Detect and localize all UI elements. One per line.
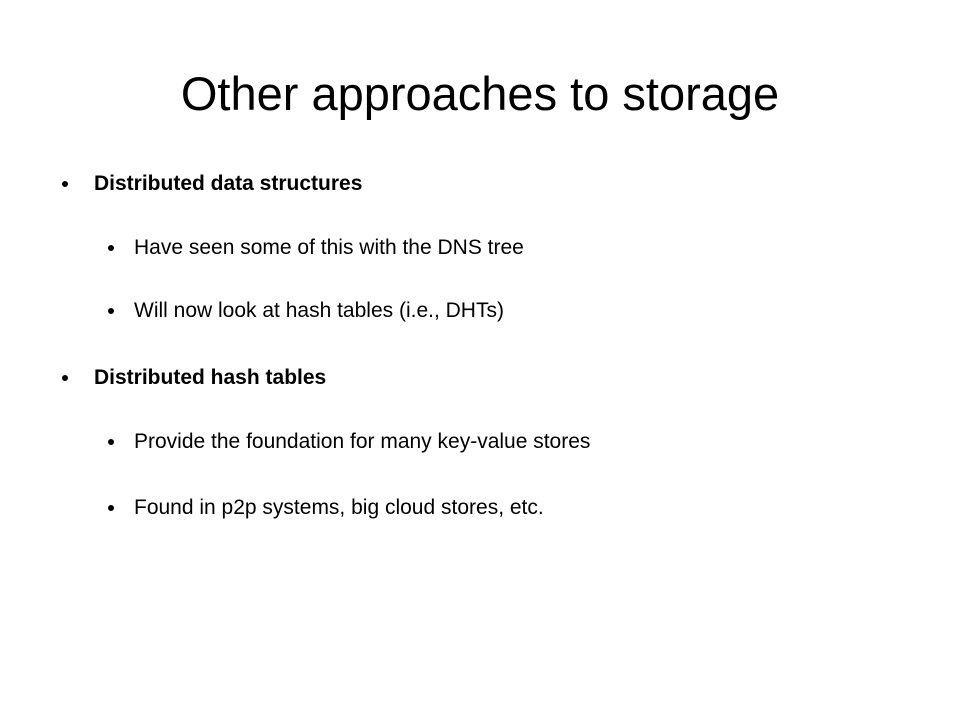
bullet-dot-icon [108, 245, 114, 251]
bullet-item-key-value-stores: Provide the foundation for many key-valu… [108, 428, 591, 456]
bullet-text: Found in p2p systems, big cloud stores, … [134, 496, 544, 519]
bullet-dot-icon [62, 181, 68, 187]
bullet-dot-icon [108, 505, 114, 511]
bullet-text: Distributed hash tables [94, 366, 327, 389]
bullet-item-hash-tables: Will now look at hash tables (i.e., DHTs… [108, 297, 504, 325]
slide-title: Other approaches to storage [180, 67, 780, 120]
bullet-dot-icon [108, 308, 114, 314]
bullet-item-distributed-hash-tables: Distributed hash tables [62, 364, 327, 392]
bullet-text: Have seen some of this with the DNS tree [134, 236, 524, 259]
bullet-item-distributed-data-structures: Distributed data structures [62, 170, 363, 198]
bullet-item-dns-tree: Have seen some of this with the DNS tree [108, 234, 524, 262]
bullet-item-p2p-systems: Found in p2p systems, big cloud stores, … [108, 494, 544, 522]
bullet-dot-icon [108, 439, 114, 445]
bullet-dot-icon [62, 375, 68, 381]
bullet-text: Provide the foundation for many key-valu… [134, 430, 591, 453]
bullet-text: Will now look at hash tables (i.e., DHTs… [134, 299, 504, 322]
bullet-text: Distributed data structures [94, 172, 363, 195]
